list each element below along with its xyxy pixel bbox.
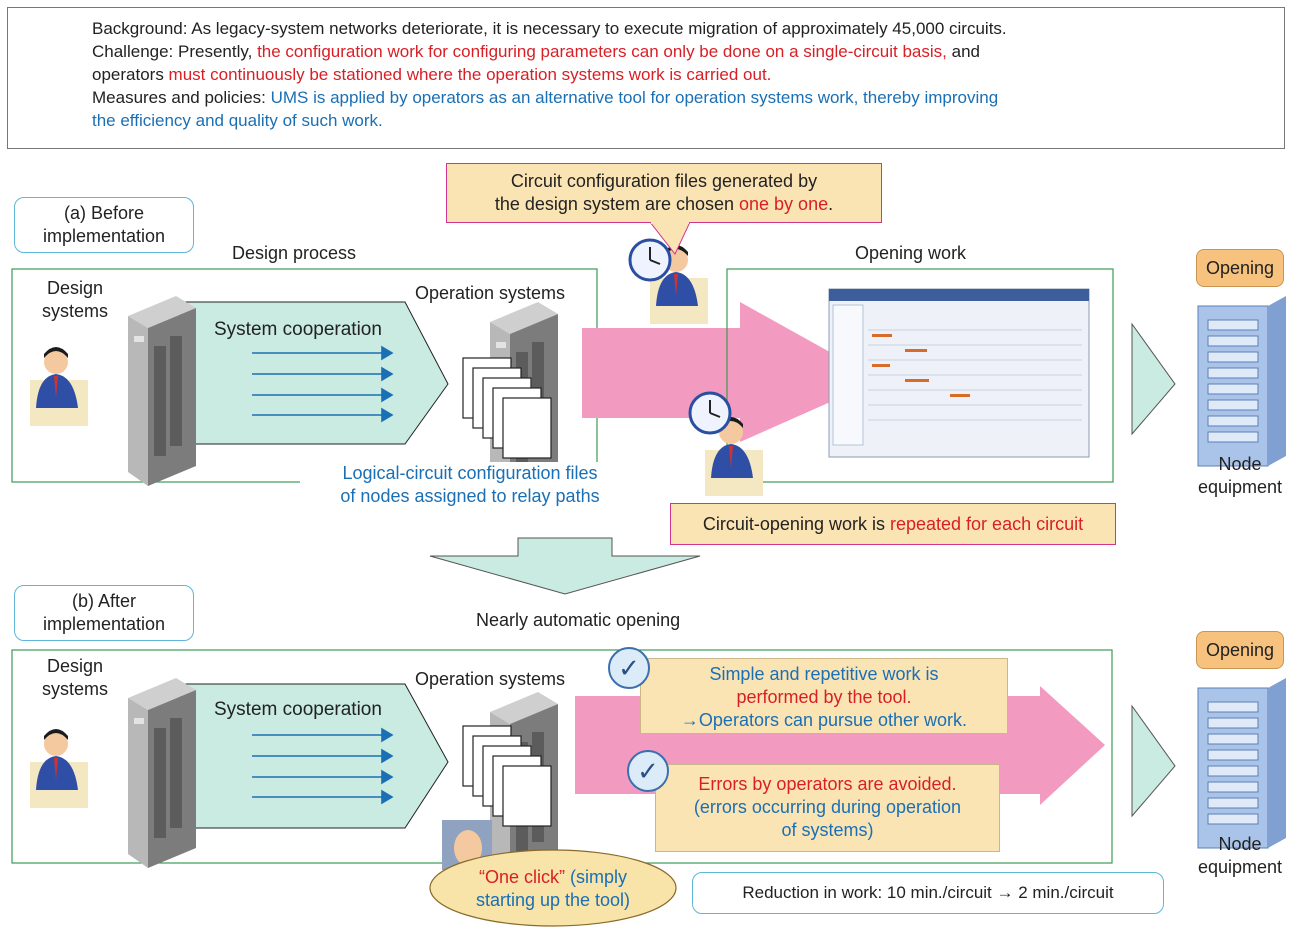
check-icon-2: ✓ xyxy=(627,750,669,792)
error-avoid-box: Errors by operators are avoided. (errors… xyxy=(655,764,1000,852)
cooperation-arrows-after xyxy=(252,727,394,805)
opening-badge: Opening xyxy=(1196,249,1284,287)
to-node-triangle xyxy=(1131,322,1176,436)
summary-measures-cont: the efficiency and quality of such work. xyxy=(92,111,383,130)
summary-challenge-cont: operators must continuously be stationed… xyxy=(92,65,772,84)
before-tag: (a) Before implementation xyxy=(14,197,194,253)
logical-files-label: Logical-circuit configuration files of n… xyxy=(300,462,640,508)
clock-icon-2 xyxy=(688,391,732,435)
summary-challenge: Challenge: Presently, the configuration … xyxy=(92,42,980,61)
after-tag: (b) After implementation xyxy=(14,585,194,641)
choose-one-by-one-callout: Circuit configuration files generated by… xyxy=(446,163,882,223)
one-click-label: “One click” (simply starting up the tool… xyxy=(475,867,631,910)
operation-systems-label: Operation systems xyxy=(415,283,566,303)
pink-arrow xyxy=(582,302,880,442)
cooperation-arrows xyxy=(252,345,394,423)
design-server-icon-after xyxy=(128,678,196,868)
to-node-triangle-after xyxy=(1131,704,1176,818)
operation-systems-label-after: Operation systems xyxy=(415,669,566,689)
summary-measures: Measures and policies: UMS is applied by… xyxy=(92,88,999,107)
tool-benefit-box: Simple and repetitive work is performed … xyxy=(640,658,1008,734)
nearly-automatic-label: Nearly automatic opening xyxy=(476,610,681,630)
callout-pointer xyxy=(649,222,691,255)
person-at-computer-icon-after xyxy=(30,729,88,808)
summary-box: Background: As legacy-system networks de… xyxy=(7,7,1285,149)
system-cooperation-label-after: System cooperation xyxy=(214,699,382,720)
design-process-label: Design process xyxy=(232,243,357,263)
reduction-box: Reduction in work: 10 min./circuit → 2 m… xyxy=(692,872,1164,914)
node-equipment-label: Node equipment xyxy=(1197,454,1283,497)
opening-work-label: Opening work xyxy=(855,243,967,263)
repeated-callout: Circuit-opening work is repeated for eac… xyxy=(670,503,1116,545)
design-server-icon xyxy=(128,296,196,486)
opening-badge-after: Opening xyxy=(1196,631,1284,669)
system-cooperation-label: System cooperation xyxy=(214,319,382,340)
node-rack-icon xyxy=(1197,295,1287,467)
person-at-computer-icon xyxy=(30,347,88,426)
one-click-ellipse xyxy=(429,849,677,927)
node-equipment-label-after: Node equipment xyxy=(1197,834,1283,877)
opening-work-frame xyxy=(726,268,1114,483)
screen-window xyxy=(828,288,1090,458)
design-systems-label-after: Design systems xyxy=(41,656,108,699)
design-systems-label: Design systems xyxy=(41,278,108,321)
down-arrow xyxy=(429,537,701,595)
summary-background: Background: As legacy-system networks de… xyxy=(92,19,1007,38)
node-rack-icon-after xyxy=(1197,677,1287,849)
check-icon: ✓ xyxy=(608,647,650,689)
